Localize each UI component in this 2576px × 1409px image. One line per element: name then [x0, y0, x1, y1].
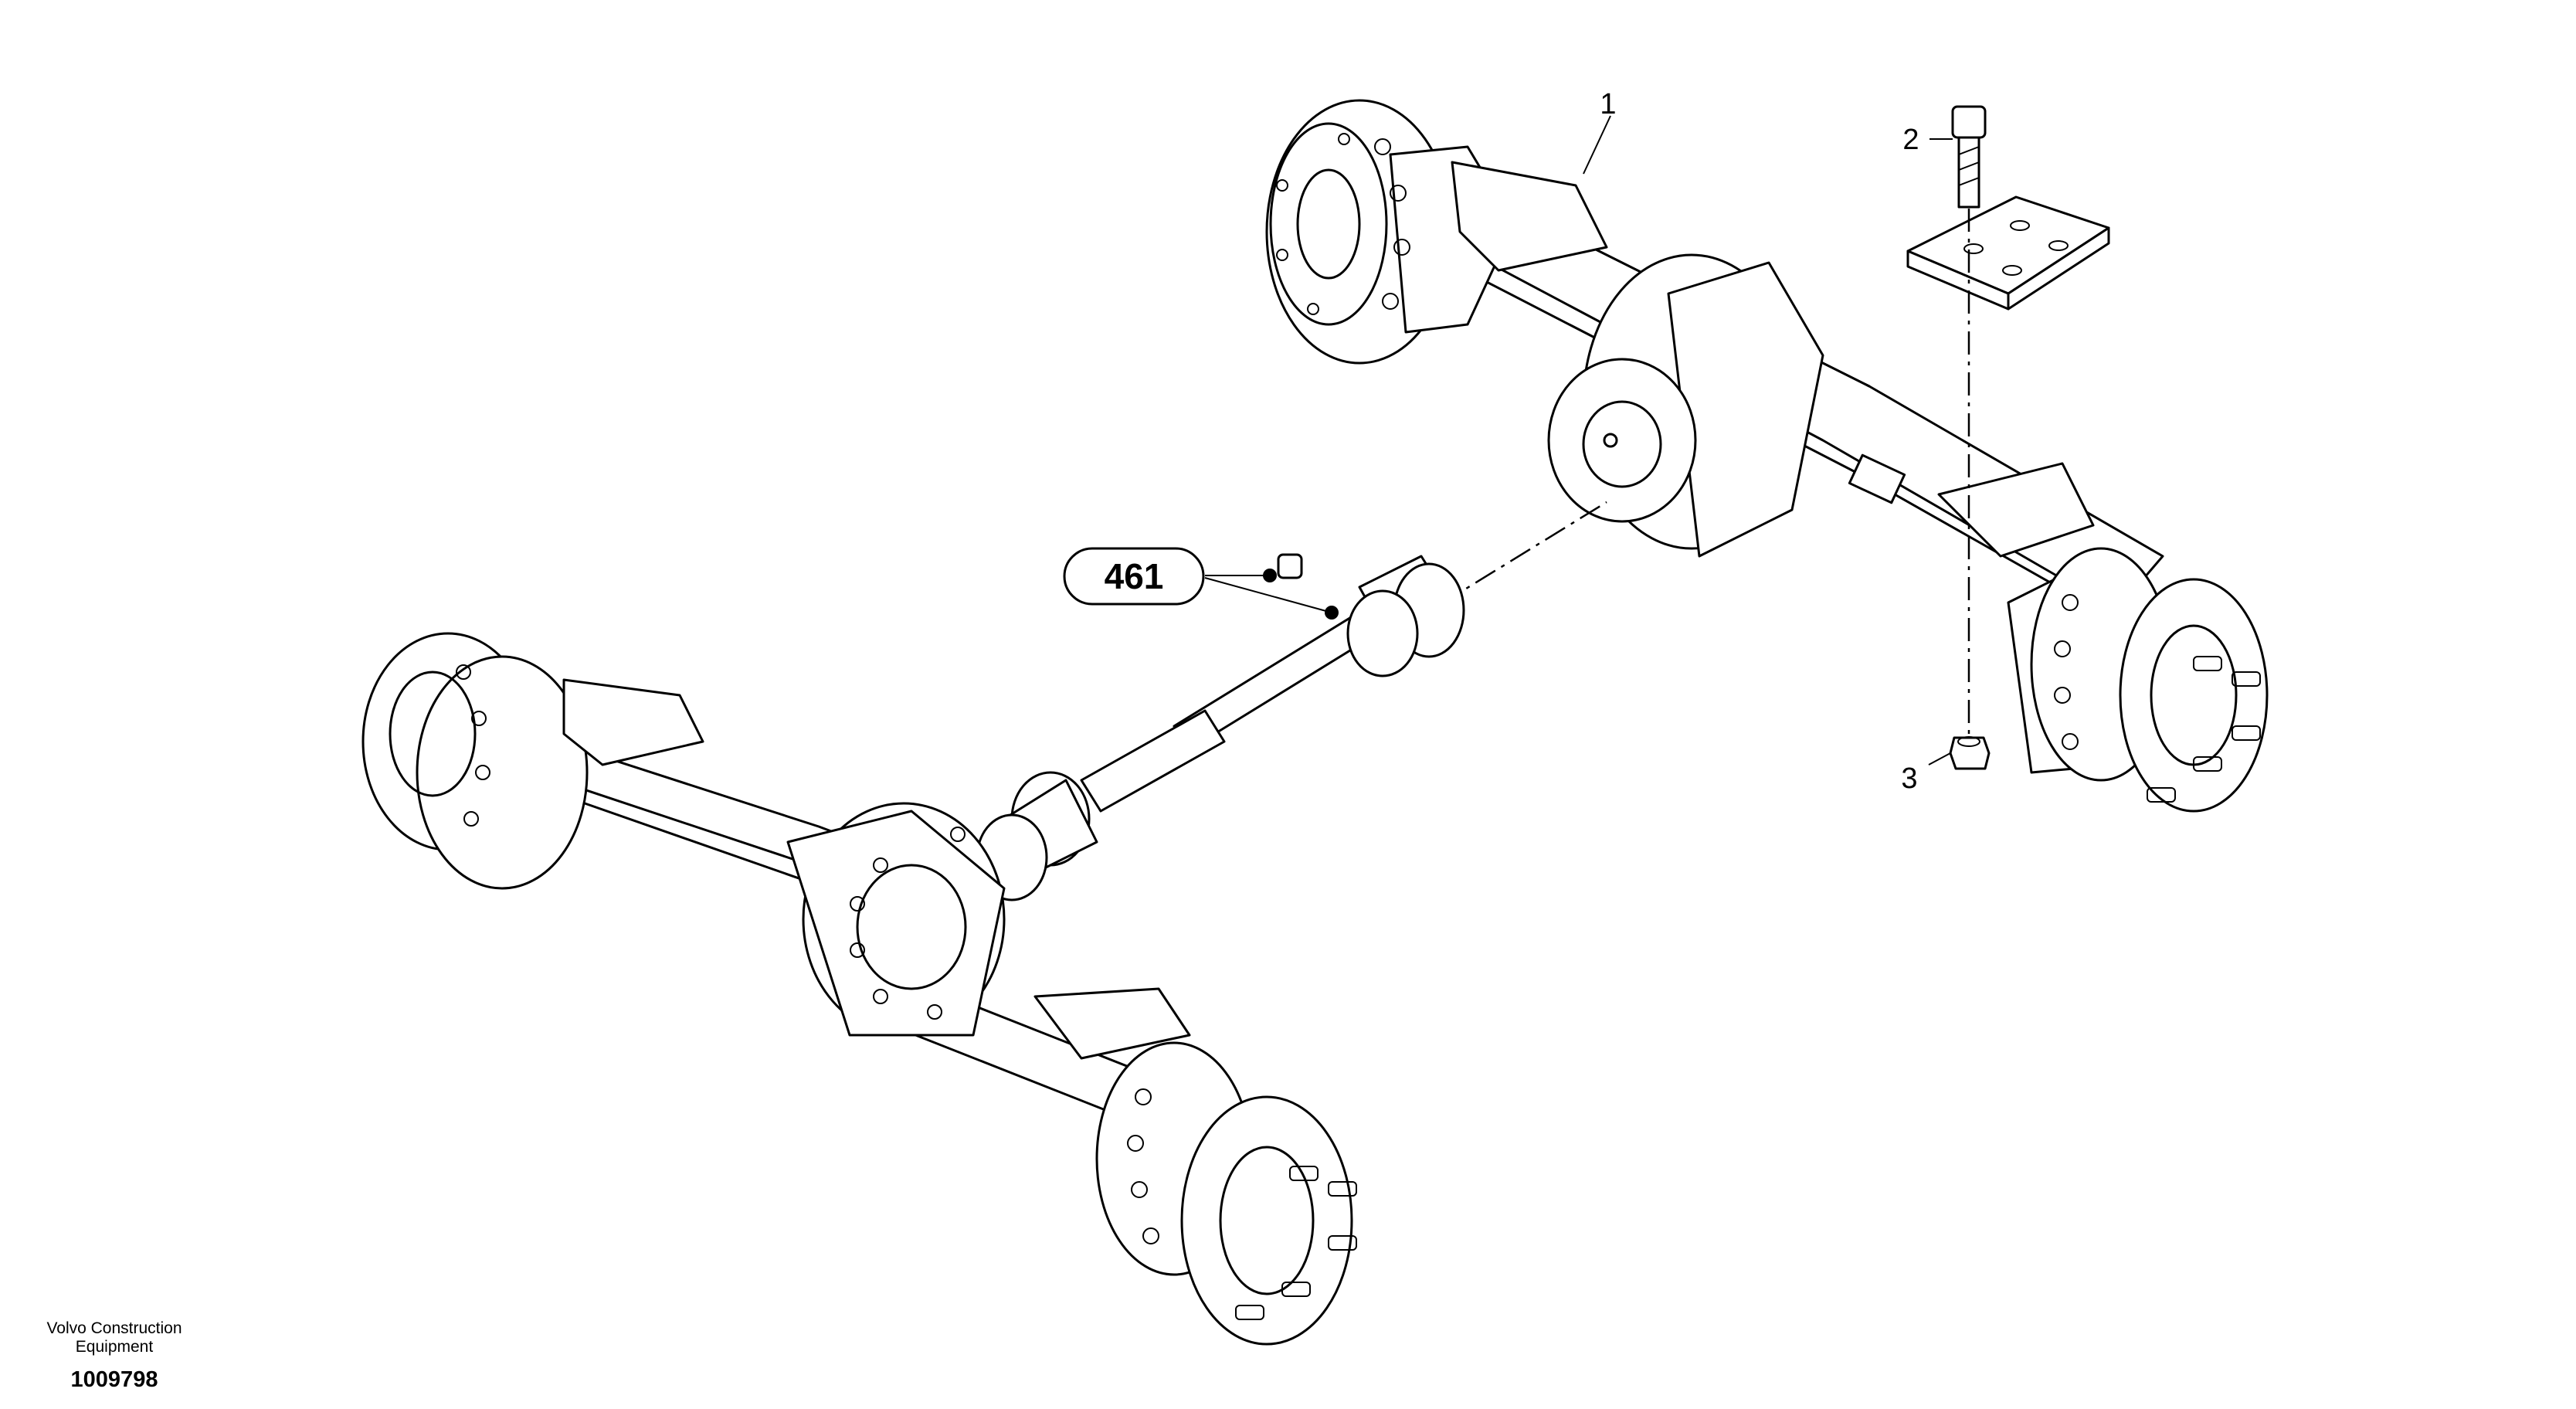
mounting-plate: [1906, 195, 2110, 311]
company-name-line2: Equipment: [76, 1338, 154, 1356]
company-name-line1: Volvo Construction: [46, 1319, 182, 1337]
propeller-shaft: [976, 501, 1607, 901]
callout-3: 3: [1901, 762, 1917, 795]
grease-fitting-icon: [1263, 553, 1339, 620]
document-number: 1009798: [71, 1367, 158, 1392]
leader-line-1: [1583, 115, 1611, 175]
callout-1: 1: [1600, 88, 1616, 121]
callout-2: 2: [1902, 124, 1919, 156]
nut: [1949, 736, 1991, 770]
leader-line-3: [1928, 752, 1951, 766]
bolt: [1951, 105, 1987, 209]
front-axle: [361, 632, 1357, 1346]
reference-badge-label: 461: [1105, 556, 1164, 596]
badge-leader-lines: [1204, 575, 1332, 613]
reference-badge: 461: [1063, 547, 1205, 606]
rear-axle: [1265, 99, 2269, 813]
